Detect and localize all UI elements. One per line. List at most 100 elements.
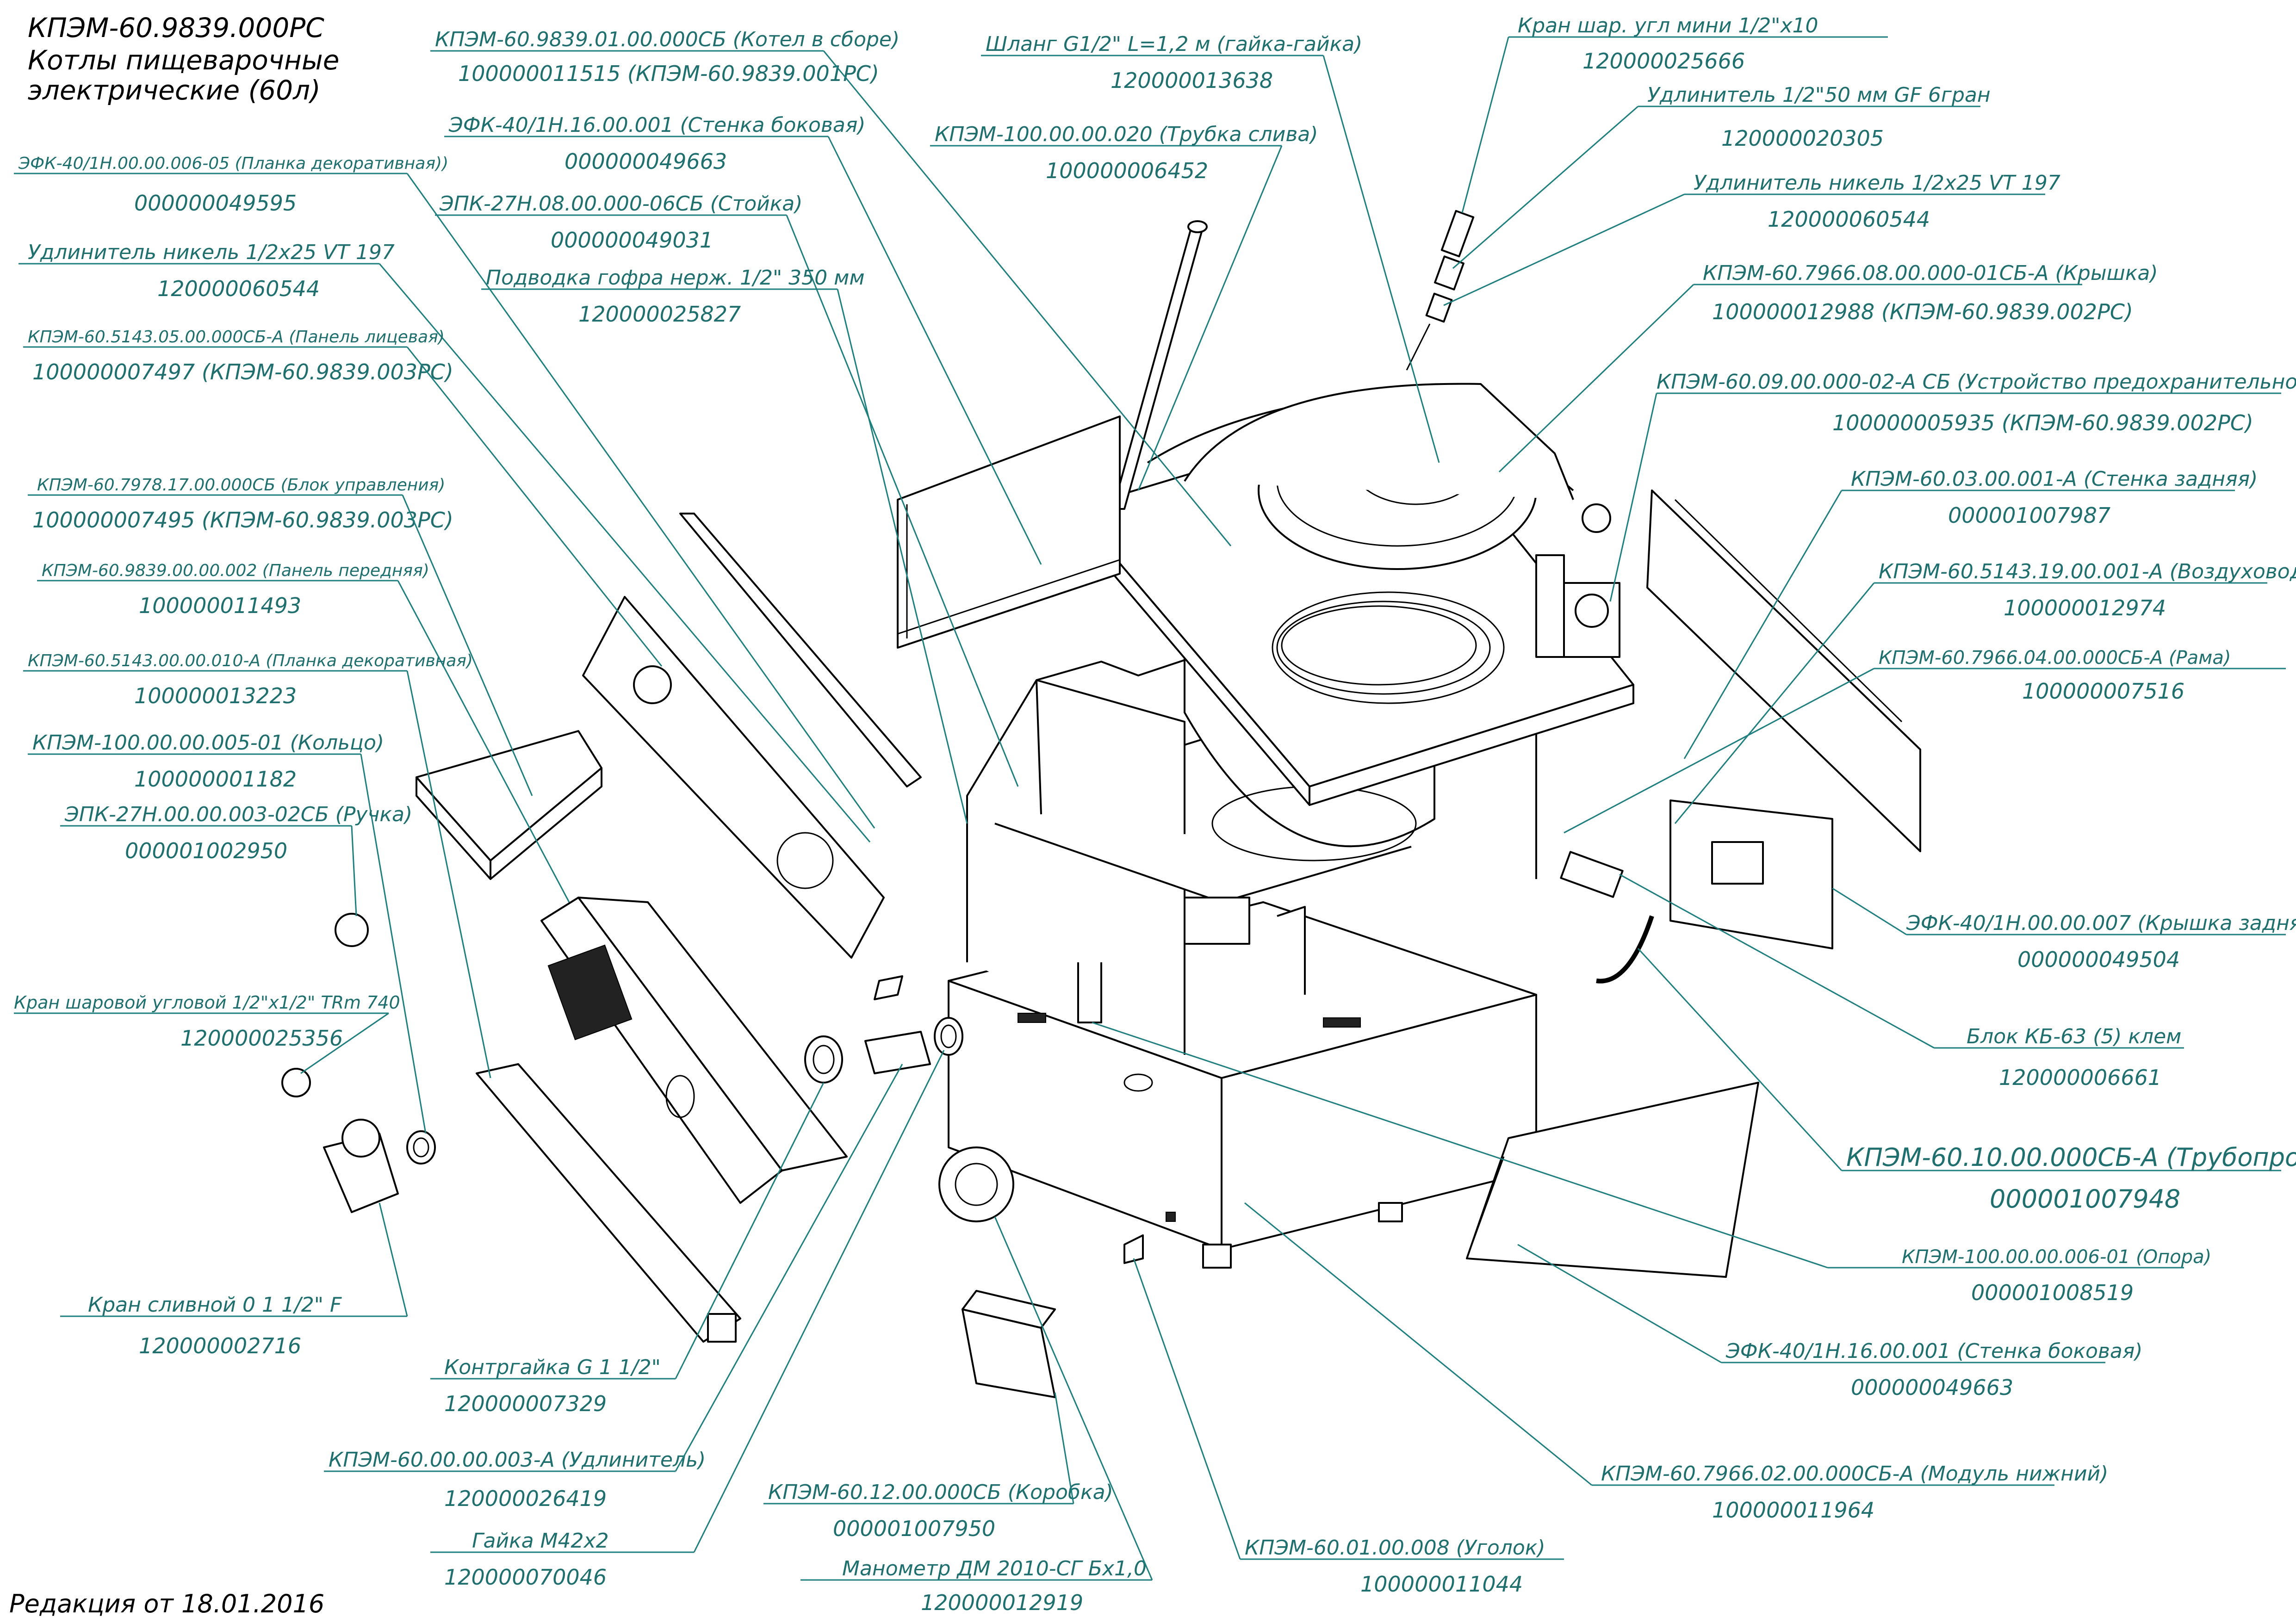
- part-name: Удлинитель никель 1/2х25 VT 197: [1694, 171, 2060, 195]
- part-name: КПЭМ-60.5143.00.00.010-А (Планка декорат…: [28, 651, 473, 670]
- part-name: Кран шар. угл мини 1/2"х10: [1518, 14, 1818, 37]
- leader-line: [1452, 105, 1638, 269]
- control-box: [416, 730, 602, 880]
- leader-line: [1637, 948, 1843, 1171]
- leader-line: [1054, 1392, 1074, 1504]
- leader-line: [1619, 873, 1935, 1049]
- part-name: КПЭМ-100.00.00.006-01 (Опора): [1902, 1246, 2211, 1268]
- label-udl-50: Удлинитель 1/2"50 мм GF 6гран 1200000203…: [1452, 83, 1991, 269]
- header-block: КПЭМ-60.9839.000РС Котлы пищеварочные эл…: [28, 12, 339, 106]
- part-name: Подводка гофра нерж. 1/2" 350 мм: [486, 266, 865, 290]
- part-name: КПЭМ-60.03.00.001-А (Стенка задняя): [1851, 467, 2258, 491]
- label-stenka-bok-top: ЭФК-40/1Н.16.00.001 (Стенка боковая) 000…: [444, 113, 1042, 565]
- safety-device: [1535, 554, 1620, 658]
- label-kryshka: КПЭМ-60.7966.08.00.000-01СБ-А (Крышка) 1…: [1498, 261, 2158, 473]
- leader-line: [1461, 37, 1509, 213]
- leader-line: [1244, 1202, 1592, 1486]
- drawing: [281, 210, 1921, 1398]
- label-udl-nikel-l: Удлинитель никель 1/2х25 VT 197 12000006…: [19, 241, 871, 842]
- part-code: 000000049031: [551, 228, 713, 253]
- part-name: ЭФК-40/1Н.16.00.001 (Стенка боковая): [448, 113, 865, 137]
- part-code: 100000007516: [2022, 679, 2184, 704]
- part-code: 120000025356: [180, 1026, 343, 1051]
- leader-line: [675, 1064, 903, 1472]
- side-wall-top: [897, 415, 1121, 649]
- part-name: КПЭМ-60.01.00.008 (Уголок): [1245, 1536, 1545, 1560]
- leader-line: [360, 754, 427, 1134]
- part-code: 000001007950: [833, 1516, 995, 1541]
- part-code: 100000011044: [1360, 1572, 1523, 1597]
- part-code: 100000011964: [1712, 1498, 1874, 1523]
- label-podvodka: Подводка гофра нерж. 1/2" 350 мм 1200000…: [481, 266, 968, 824]
- part-name: КПЭМ-100.00.00.005-01 (Кольцо): [32, 731, 384, 755]
- leader-line: [1137, 145, 1283, 491]
- label-manometr: Манометр ДМ 2010-СГ Бх1,0 120000012919: [800, 1216, 1153, 1615]
- part-code: 000000049663: [565, 149, 727, 174]
- part-code: 120000070046: [444, 1565, 607, 1590]
- leader-line: [397, 580, 570, 903]
- leader-line: [823, 50, 1232, 546]
- label-opora: КПЭМ-100.00.00.006-01 (Опора) 0000010085…: [1092, 1022, 2211, 1305]
- part-code: 000001008519: [1971, 1280, 2134, 1305]
- part-code: 120000060544: [1768, 207, 1930, 232]
- part-name: КПЭМ-100.00.00.020 (Трубка слива): [935, 123, 1318, 146]
- leader-line: [1832, 887, 1907, 935]
- part-code: 120000025827: [578, 302, 741, 327]
- revision-date: Редакция от 18.01.2016: [9, 1589, 324, 1618]
- part-code: 120000020305: [1721, 126, 1884, 151]
- part-name: ЭФК-40/1Н.00.00.006-05 (Планка декоратив…: [18, 154, 448, 173]
- label-ustr: КПЭМ-60.09.00.000-02-А СБ (Устройство пр…: [1609, 370, 2296, 602]
- leader-line: [406, 347, 663, 667]
- part-name: Гайка М42х2: [472, 1529, 609, 1553]
- front-panel: [540, 897, 848, 1204]
- part-name: КПЭМ-60.09.00.000-02-А СБ (Устройство пр…: [1657, 370, 2296, 394]
- label-vozduh: КПЭМ-60.5143.19.00.001-А (Воздуховод) 10…: [1674, 560, 2296, 824]
- part-code: 000001007987: [1948, 503, 2110, 528]
- leader-line: [1564, 668, 1874, 834]
- part-name: Удлинитель 1/2"50 мм GF 6гран: [1647, 83, 1991, 107]
- part-name: Блок КБ-63 (5) клем: [1967, 1025, 2181, 1048]
- label-modul: КПЭМ-60.7966.02.00.000СБ-А (Модуль нижни…: [1244, 1202, 2108, 1523]
- leader-line: [402, 495, 533, 796]
- pipeline: [1560, 851, 1654, 984]
- part-code: 100000006452: [1046, 158, 1208, 183]
- label-kran-mini: Кран шар. угл мини 1/2"х10 120000025666: [1461, 14, 1888, 213]
- leader-line: [994, 1216, 1153, 1580]
- part-code: 120000002716: [139, 1333, 301, 1358]
- leader-line: [786, 215, 1019, 787]
- part-code: 000001002950: [125, 838, 287, 863]
- part-code: 100000012988 (КПЭМ-60.9839.002РС): [1712, 299, 2133, 324]
- label-panel-per: КПЭМ-60.9839.00.00.002 (Панель передняя)…: [37, 561, 570, 903]
- part-code: 120000026419: [444, 1486, 607, 1511]
- part-code: 100000013223: [134, 683, 297, 708]
- part-code: 120000025666: [1582, 49, 1745, 74]
- label-kran-sliv: Кран сливной 0 1 1/2" F 120000002716: [60, 1202, 408, 1358]
- label-rama: КПЭМ-60.7966.04.00.000СБ-А (Рама) 100000…: [1564, 647, 2286, 834]
- label-kotel: КПЭМ-60.9839.01.00.000СБ (Котел в сборе)…: [430, 28, 1232, 546]
- label-stenka-zad: КПЭМ-60.03.00.001-А (Стенка задняя) 0000…: [1683, 467, 2258, 759]
- part-code: 100000001182: [134, 767, 297, 792]
- part-name: КПЭМ-60.7966.08.00.000-01СБ-А (Крышка): [1703, 261, 2158, 285]
- label-blok-kb: Блок КБ-63 (5) клем 120000006661: [1619, 873, 2184, 1090]
- part-name: КПЭМ-60.9839.01.00.000СБ (Котел в сборе): [435, 28, 900, 51]
- label-kolco: КПЭМ-100.00.00.005-01 (Кольцо) 100000001…: [28, 731, 427, 1134]
- fittings: [335, 913, 963, 1165]
- label-stoyka: ЭПК-27Н.08.00.000-06СБ (Стойка) 00000004…: [435, 192, 1019, 787]
- label-stenka-bok-bot: ЭФК-40/1Н.16.00.001 (Стенка боковая) 000…: [1517, 1244, 2142, 1400]
- part-code: 100000005935 (КПЭМ-60.9839.002РС): [1832, 410, 2253, 435]
- manometer: [938, 1146, 1056, 1398]
- part-code: 120000013638: [1111, 68, 1273, 93]
- leader-line: [693, 1050, 945, 1553]
- label-udlinitel: КПЭМ-60.00.00.003-А (Удлинитель) 1200000…: [324, 1064, 903, 1511]
- part-name: Контргайка G 1 1/2": [444, 1356, 661, 1379]
- leader-line: [1322, 55, 1440, 463]
- part-name: ЭПК-27Н.08.00.000-06СБ (Стойка): [439, 192, 802, 216]
- part-code: 000000049595: [134, 191, 297, 216]
- label-shlang: Шланг G1/2" L=1,2 м (гайка-гайка) 120000…: [981, 32, 1440, 463]
- part-name: Кран сливной 0 1 1/2" F: [88, 1293, 342, 1317]
- part-code: 000001007948: [1990, 1184, 2180, 1214]
- part-code: 120000006661: [1999, 1065, 2161, 1090]
- labels-layer: КПЭМ-60.9839.01.00.000СБ (Котел в сборе)…: [14, 14, 2296, 1615]
- side-wall-bottom: [1466, 1082, 1759, 1278]
